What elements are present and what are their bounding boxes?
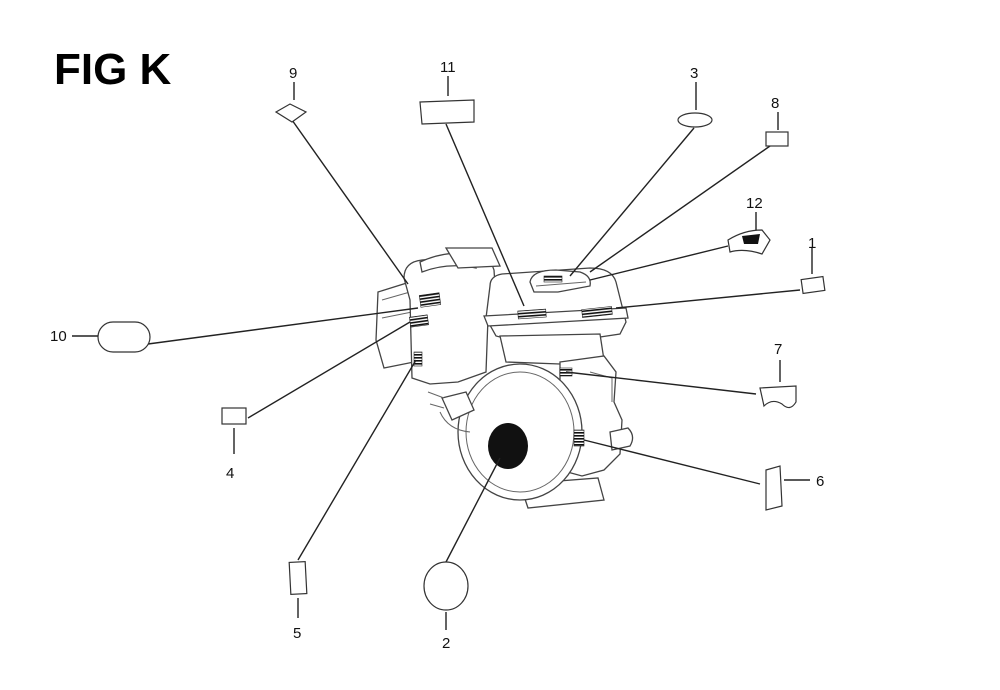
callout-8: 8	[771, 95, 779, 112]
callout-5: 5	[293, 625, 301, 642]
callout-numbers: 1 2 3 4 5 6 7 8 9 10 11 12	[50, 59, 824, 652]
part-5-label	[288, 560, 308, 596]
callout-3: 3	[690, 65, 698, 82]
callout-1: 1	[808, 235, 816, 252]
part-4-label	[221, 407, 247, 425]
figure-title: FIG K	[54, 45, 172, 94]
part-9-label	[274, 103, 308, 123]
decal-mark-a	[418, 292, 442, 308]
parts	[97, 99, 826, 611]
starter-handle	[441, 391, 475, 421]
part-10-label	[97, 321, 151, 353]
engine-illustration	[375, 247, 634, 509]
decal-mark-d	[517, 308, 547, 320]
callout-11: 11	[440, 59, 456, 76]
leader-lines	[147, 119, 801, 563]
part-6-label	[765, 465, 783, 511]
part-11-label	[419, 99, 475, 125]
callout-9: 9	[289, 65, 297, 82]
part-2-label	[423, 561, 469, 611]
recoil-starter-cap	[488, 423, 528, 469]
callout-12: 12	[746, 195, 763, 212]
drive-shaft	[609, 427, 634, 451]
callout-4: 4	[226, 465, 234, 482]
callout-6: 6	[816, 473, 824, 490]
callout-2: 2	[442, 635, 450, 652]
decal-mark-b	[409, 314, 429, 328]
part-1-label	[800, 275, 826, 295]
decal-mark-h	[543, 275, 563, 283]
part-8-label	[765, 131, 789, 147]
decal-mark-g	[573, 429, 585, 447]
callout-ticks	[72, 76, 813, 630]
callout-7: 7	[774, 341, 782, 358]
decal-mark-c	[413, 351, 423, 367]
part-3-label	[677, 112, 713, 128]
decal-mark-e	[581, 306, 613, 318]
spark-plug-boss	[444, 247, 501, 269]
callout-10: 10	[50, 328, 67, 345]
part-7-label	[759, 385, 797, 409]
